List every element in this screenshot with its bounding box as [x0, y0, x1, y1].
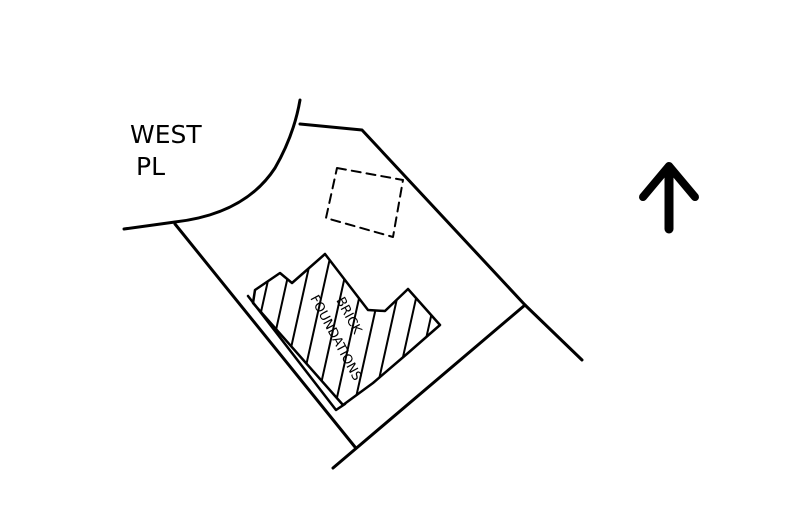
dashed-outline-structure: [325, 167, 404, 238]
north-arrow-icon: [639, 162, 699, 234]
site-boundary-left: [173, 222, 357, 449]
brick-foundations-outline: [251, 252, 442, 407]
hatch-line: [407, 254, 440, 405]
hatch-line: [199, 240, 239, 420]
west-pl-street-curve: [122, 98, 302, 231]
street-label-line2: PL: [136, 152, 165, 181]
street-label-line1: WEST: [130, 120, 202, 149]
hatch-line: [446, 240, 486, 420]
hatch-line: [180, 240, 220, 420]
hatch-line: [253, 254, 259, 405]
foundation-strip: [246, 294, 347, 412]
hatch-line: [369, 254, 411, 405]
site-boundary-bottom: [331, 303, 527, 470]
site-boundary-top: [298, 122, 584, 362]
hatch-line: [253, 254, 278, 405]
